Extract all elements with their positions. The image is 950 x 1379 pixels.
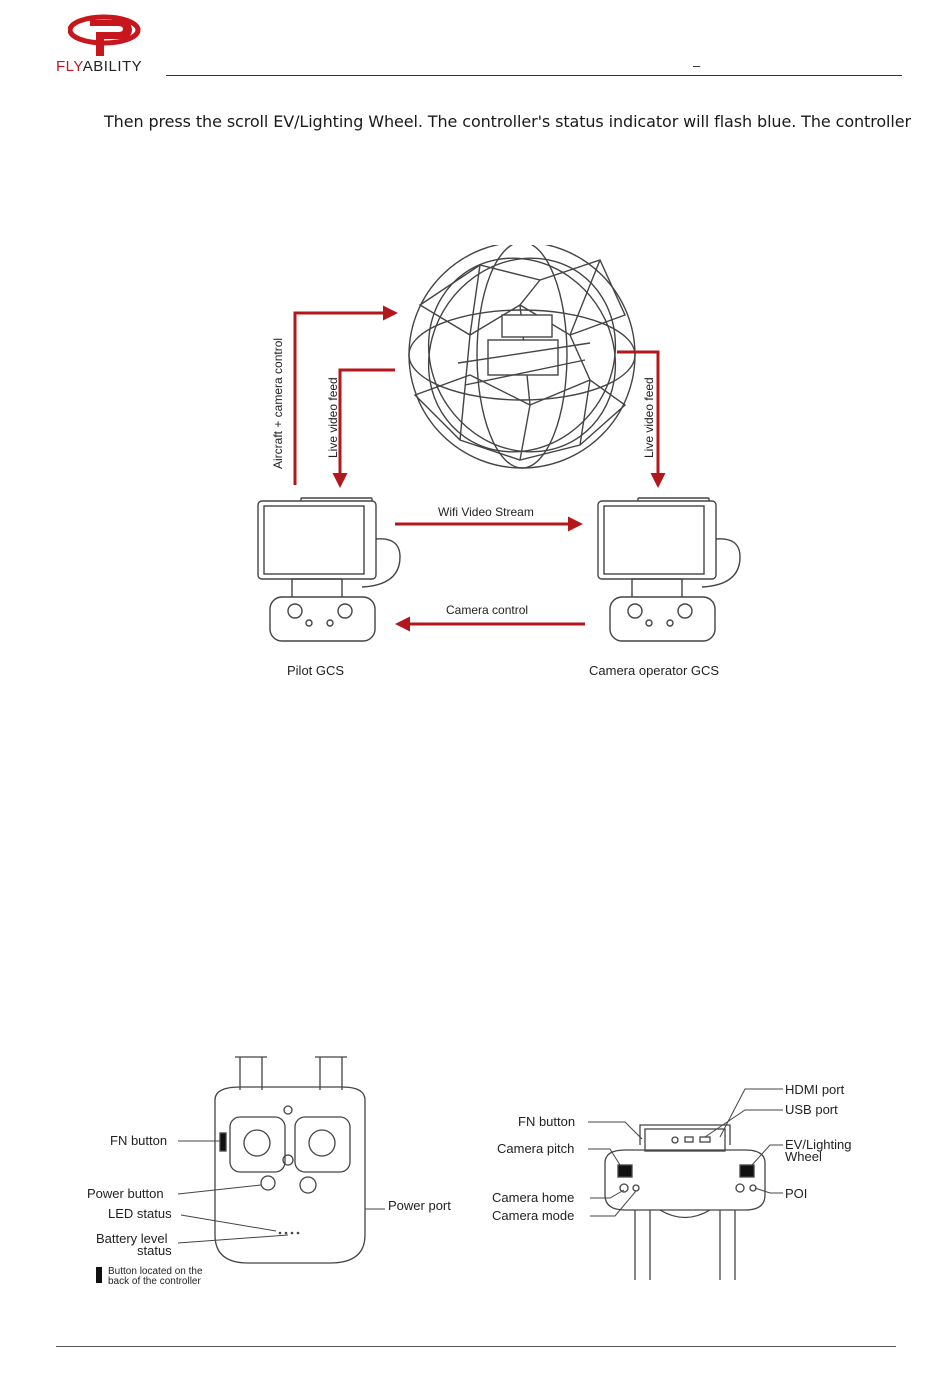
wifi-stream-label: Wifi Video Stream: [438, 505, 534, 519]
body-paragraph: Then press the scroll EV/Lighting Wheel.…: [104, 112, 911, 131]
brand-wordmark: FLYABILITY: [56, 58, 142, 75]
footer-rule: [56, 1346, 896, 1347]
front-power-port-label: Power port: [388, 1198, 451, 1213]
top-leader-lines: [588, 1088, 783, 1217]
camera-control-label: Camera control: [446, 603, 528, 617]
top-camera-pitch-label: Camera pitch: [497, 1141, 574, 1156]
legend-line-2: back of the controller: [108, 1276, 201, 1287]
top-camera-mode-label: Camera mode: [492, 1208, 574, 1223]
front-leader-lines: [177, 1140, 385, 1244]
back-button-legend-icon: [96, 1267, 102, 1283]
left-video-feed-label: Live video feed: [326, 377, 340, 458]
gcs-diagram: Aircraft + camera control Live video fee…: [257, 245, 741, 678]
top-fn-button-label: FN button: [518, 1114, 575, 1129]
pilot-gcs-icon: [257, 497, 401, 642]
front-power-button-label: Power button: [87, 1186, 164, 1201]
top-hdmi-port-label: HDMI port: [785, 1082, 845, 1097]
drone-cage-icon: [408, 245, 636, 469]
front-led-status-label: LED status: [108, 1206, 172, 1221]
brand-prefix: FLY: [56, 58, 83, 75]
front-fn-button-label: FN button: [110, 1133, 167, 1148]
operator-gcs-icon: [597, 497, 741, 642]
right-video-feed-label: Live video feed: [642, 377, 656, 458]
page-marker: –: [693, 58, 701, 73]
top-poi-label: POI: [785, 1186, 807, 1201]
top-ev-wheel-label-2: Wheel: [785, 1149, 822, 1164]
aircraft-control-label: Aircraft + camera control: [271, 338, 285, 469]
header-rule: [166, 75, 902, 76]
controller-top-icon: [604, 1124, 766, 1280]
brand-suffix: ABILITY: [82, 58, 143, 75]
controller-front-icon: [214, 1056, 366, 1264]
battery-dots: [278, 1231, 300, 1235]
top-usb-port-label: USB port: [785, 1102, 838, 1117]
top-ev-wheel-label-1: EV/Lighting: [785, 1137, 852, 1152]
flyability-logo-icon: [68, 14, 141, 56]
top-camera-home-label: Camera home: [492, 1190, 574, 1205]
legend-line-1: Button located on the: [108, 1266, 203, 1277]
operator-gcs-label: Camera operator GCS: [589, 663, 719, 678]
front-battery-label-2: status: [137, 1243, 172, 1258]
controller-diagram: FN button Power button LED status Batter…: [87, 1056, 852, 1287]
pilot-gcs-label: Pilot GCS: [287, 663, 344, 678]
front-battery-label-1: Battery level: [96, 1231, 168, 1246]
